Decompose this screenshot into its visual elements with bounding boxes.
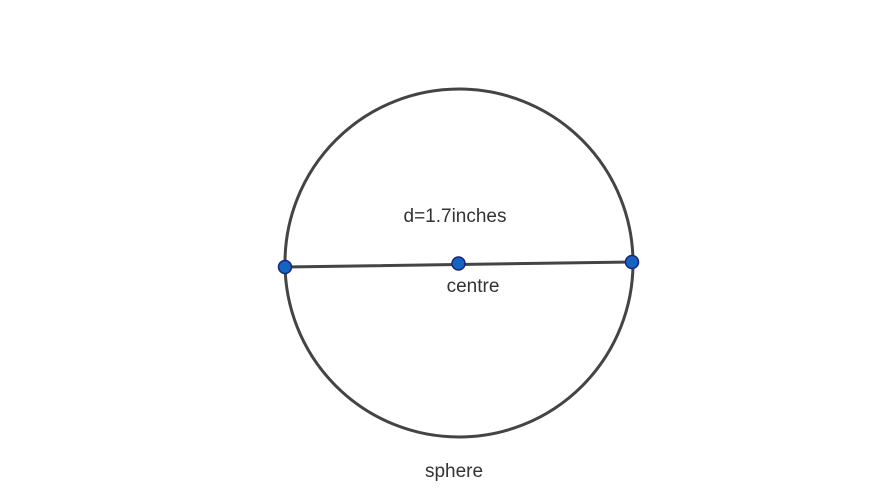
centre-point	[451, 256, 466, 271]
sphere-caption: sphere	[425, 461, 483, 482]
left-endpoint	[277, 259, 293, 275]
right-endpoint	[624, 254, 640, 270]
diameter-label: d=1.7inches	[404, 206, 507, 227]
centre-label: centre	[447, 276, 500, 297]
